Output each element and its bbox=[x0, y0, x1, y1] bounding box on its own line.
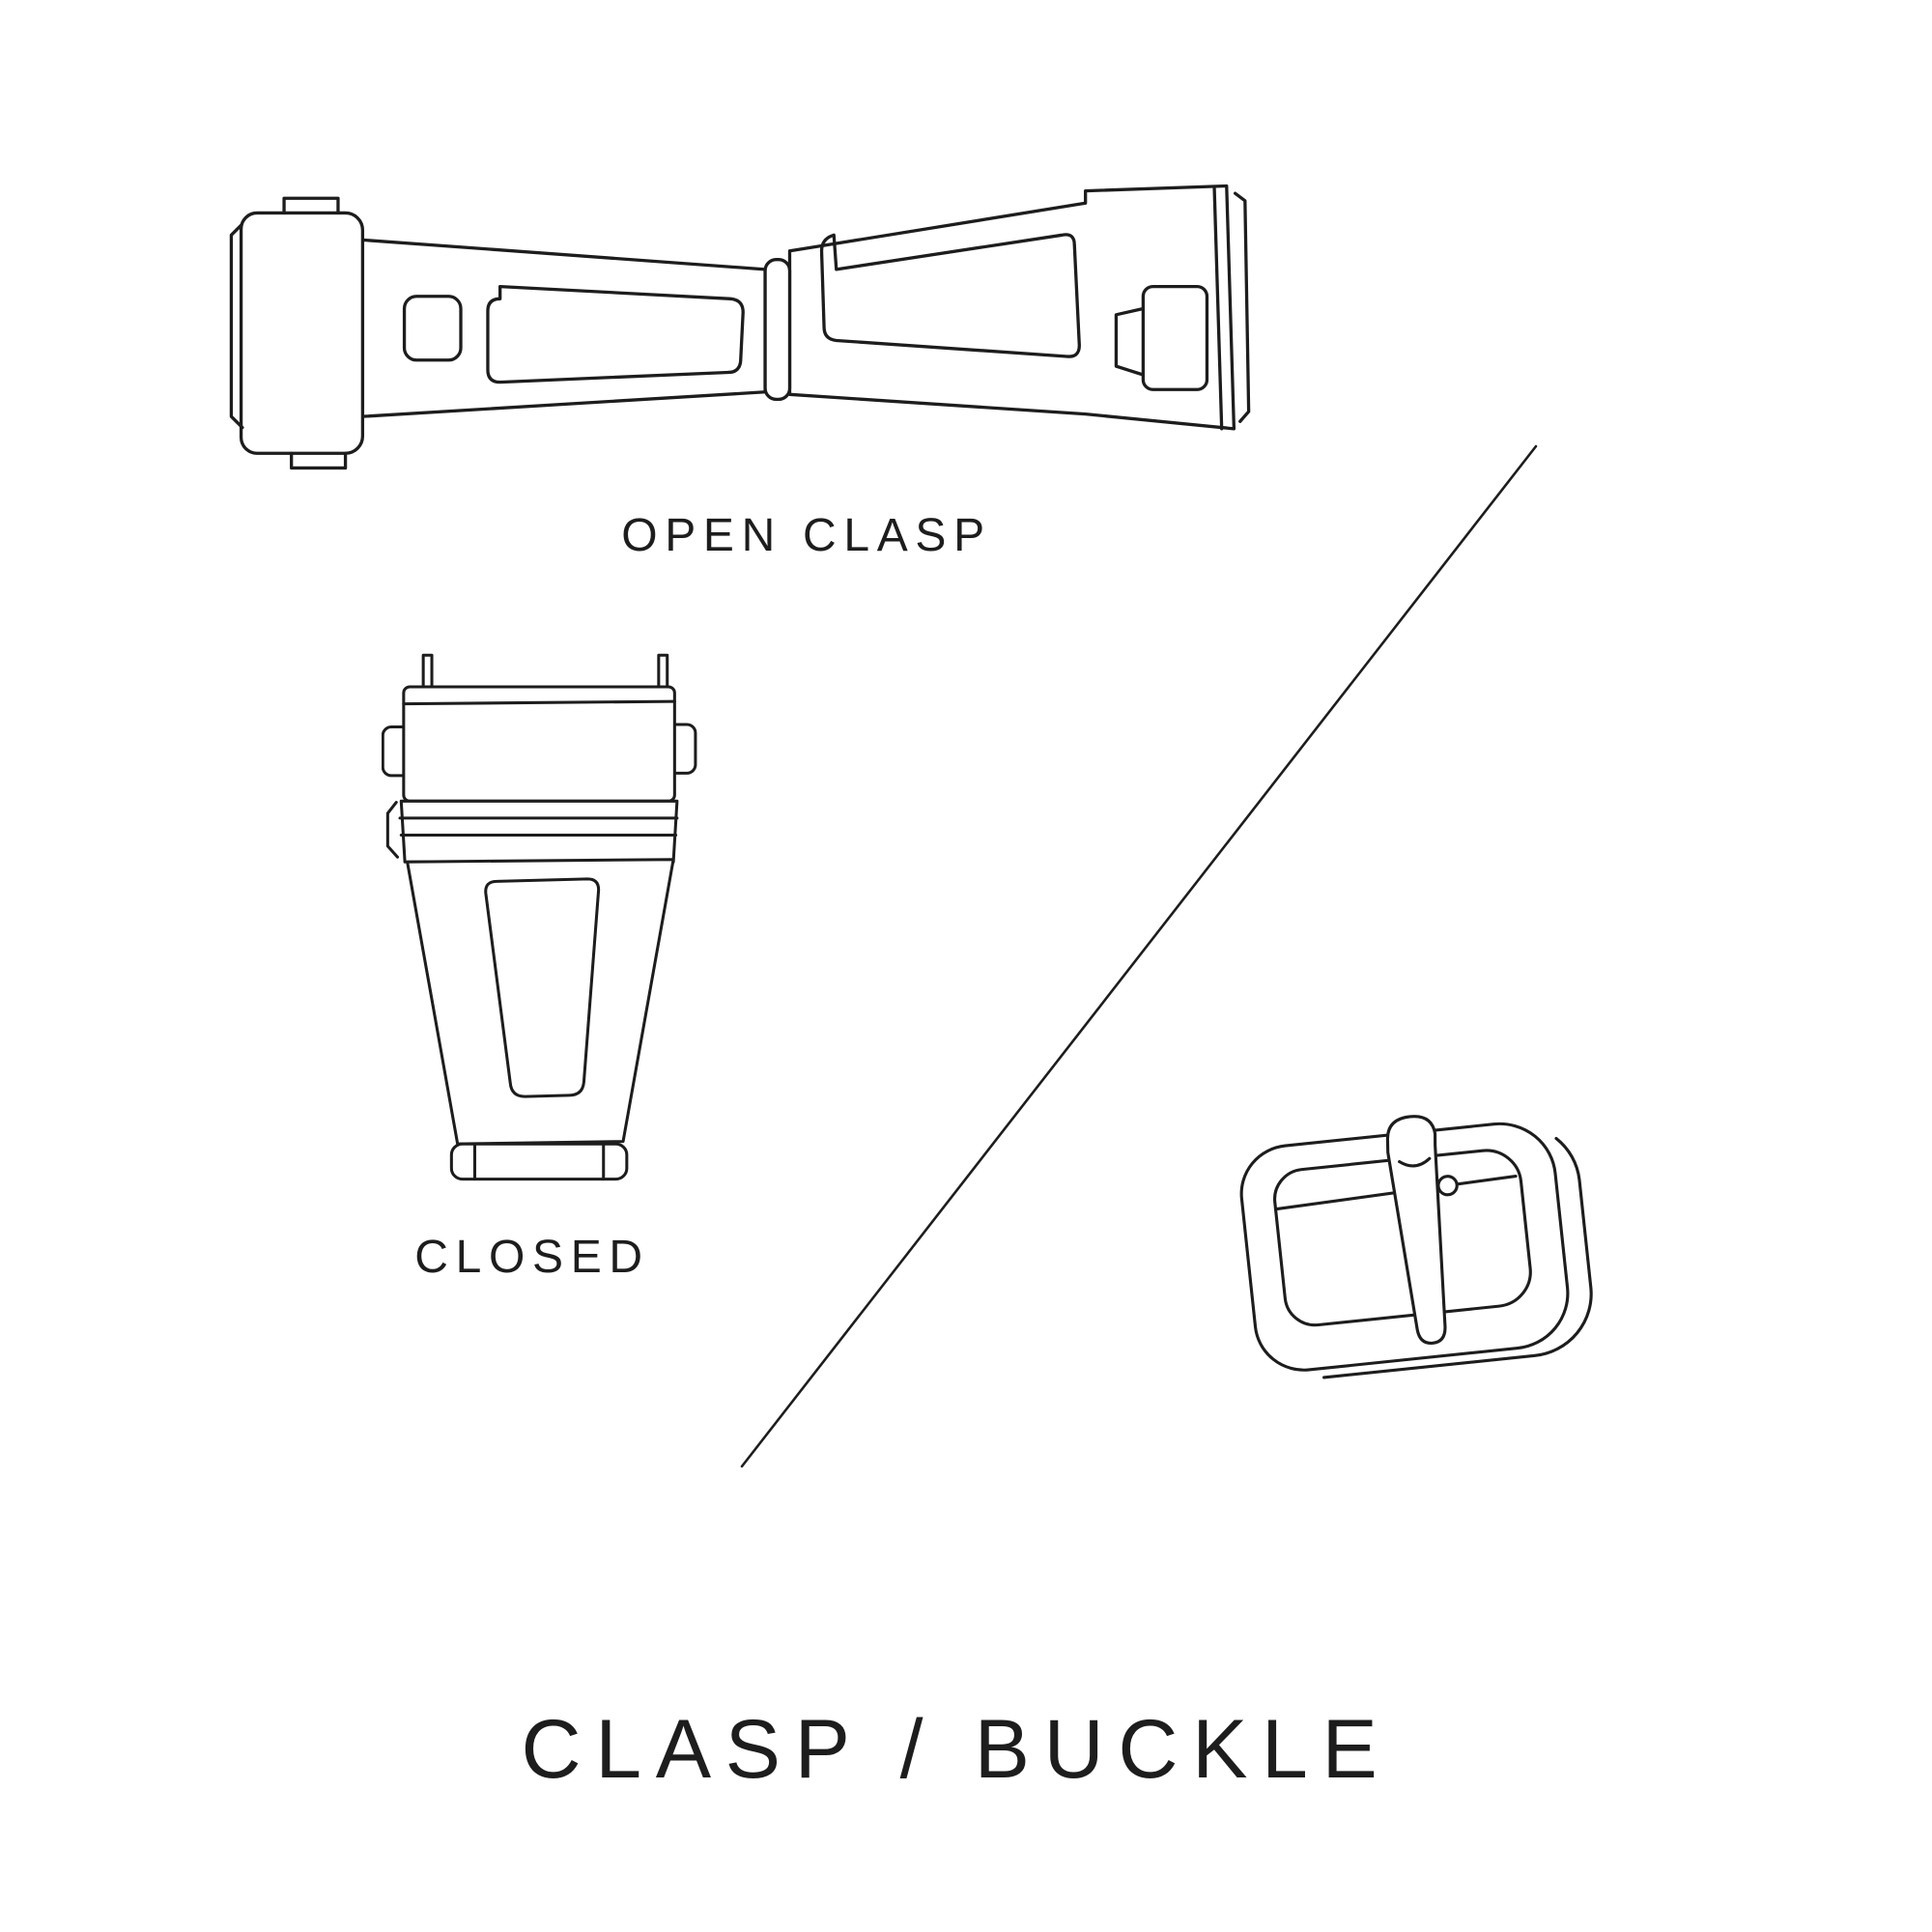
closed-clasp-top-cover-edge bbox=[402, 699, 676, 706]
buckle-illustration bbox=[1239, 1115, 1593, 1379]
closed-clasp-band-rim bbox=[385, 801, 400, 859]
open-clasp-end-cap bbox=[239, 211, 365, 455]
closed-clasp-body-slot bbox=[484, 877, 601, 1098]
open-clasp-bottom-tab bbox=[290, 451, 348, 470]
closed-clasp-left-prong bbox=[421, 653, 434, 690]
open-clasp-end-cap-rim bbox=[229, 223, 244, 430]
open-clasp-top-tab bbox=[282, 196, 340, 215]
open-clasp-left-notch bbox=[402, 295, 463, 362]
open-clasp-illustration bbox=[229, 184, 1251, 470]
buckle-pin-ring bbox=[1436, 1175, 1459, 1197]
closed-clasp-figure bbox=[382, 649, 700, 1190]
buckle-tongue bbox=[1385, 1115, 1447, 1345]
open-clasp-left-inner-outline bbox=[486, 284, 745, 384]
buckle-figure bbox=[1225, 1084, 1621, 1417]
open-clasp-hinge bbox=[763, 258, 792, 402]
open-clasp-right-end-thickness bbox=[1234, 191, 1251, 423]
open-clasp-catch bbox=[1141, 284, 1209, 391]
page-title: CLASP / BUCKLE bbox=[521, 1703, 1392, 1796]
closed-clasp-bottom-bar-ticks bbox=[472, 1142, 606, 1181]
closed-clasp-body bbox=[406, 858, 675, 1146]
closed-clasp-left-pusher bbox=[382, 725, 408, 778]
open-clasp-catch-hook bbox=[1114, 306, 1146, 377]
buckle-opening bbox=[1273, 1149, 1532, 1327]
open-clasp-figure bbox=[220, 184, 1300, 502]
open-clasp-right-inner-outline bbox=[819, 233, 1081, 358]
closed-clasp-right-pusher bbox=[670, 723, 697, 775]
closed-clasp-illustration bbox=[382, 653, 697, 1181]
open-clasp-label: OPEN CLASP bbox=[621, 510, 992, 561]
buckle-tongue-loop bbox=[1398, 1156, 1432, 1168]
closed-clasp-right-prong bbox=[657, 653, 669, 690]
open-clasp-right-end-edge bbox=[1212, 186, 1224, 431]
closed-clasp-label: CLOSED bbox=[414, 1232, 650, 1283]
closed-clasp-bottom-bar bbox=[449, 1142, 629, 1181]
buckle-frame-thickness bbox=[1322, 1136, 1593, 1379]
closed-clasp-band bbox=[399, 799, 679, 864]
